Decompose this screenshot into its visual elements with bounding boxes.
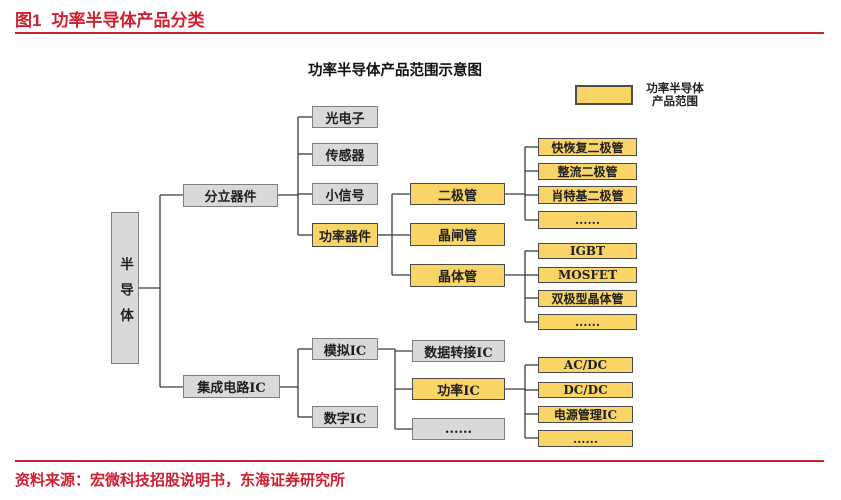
node-optoelectronics: 光电子 [312, 106, 378, 128]
diagram-title: 功率半导体产品范围示意图 [308, 63, 482, 79]
footer-rule [15, 460, 824, 462]
node-bipolar-transistor: 双极型晶体管 [538, 290, 637, 307]
node-fast-recovery-diode: 快恢复二极管 [538, 138, 637, 156]
legend-label-line2: 产品范围 [652, 96, 698, 108]
figure-number: 图1 [15, 11, 42, 30]
node-small-signal: 小信号 [312, 183, 378, 205]
node-transistor-more: ...... [538, 314, 637, 330]
header-rule [15, 32, 824, 34]
node-thyristor: 晶闸管 [410, 223, 505, 246]
node-diode-more: ...... [538, 211, 637, 229]
node-dc-dc: DC/DC [538, 382, 633, 398]
node-discrete-device: 分立器件 [183, 184, 278, 207]
node-analog-ic: 模拟IC [312, 338, 378, 360]
node-mosfet: MOSFET [538, 267, 637, 283]
legend-label: 功率半导体 产品范围 [638, 83, 712, 109]
figure-title-text: 功率半导体产品分类 [51, 11, 205, 30]
node-power-ic-more: ...... [538, 430, 633, 447]
node-igbt: IGBT [538, 243, 637, 259]
legend-yellow-swatch [575, 85, 633, 105]
node-digital-ic: 数字IC [312, 406, 378, 428]
figure-caption: 图1 功率半导体产品分类 [15, 6, 204, 31]
node-integrated-circuit: 集成电路IC [183, 375, 280, 398]
node-semiconductor: 半导体 [111, 212, 139, 364]
node-power-management-ic: 电源管理IC [538, 406, 633, 423]
source-note: 资料来源：宏微科技招股说明书，东海证券研究所 [15, 472, 346, 489]
legend-label-line1: 功率半导体 [646, 83, 704, 95]
node-ic-more: ...... [412, 418, 505, 440]
node-transistor: 晶体管 [410, 264, 505, 287]
node-power-device: 功率器件 [312, 223, 378, 247]
node-diode: 二极管 [410, 183, 505, 205]
node-ac-dc: AC/DC [538, 357, 633, 373]
node-rectifier-diode: 整流二极管 [538, 163, 637, 180]
node-sensor: 传感器 [312, 143, 378, 166]
node-schottky-diode: 肖特基二极管 [538, 186, 637, 204]
node-power-ic: 功率IC [412, 378, 505, 400]
node-data-conversion-ic: 数据转接IC [412, 340, 505, 362]
